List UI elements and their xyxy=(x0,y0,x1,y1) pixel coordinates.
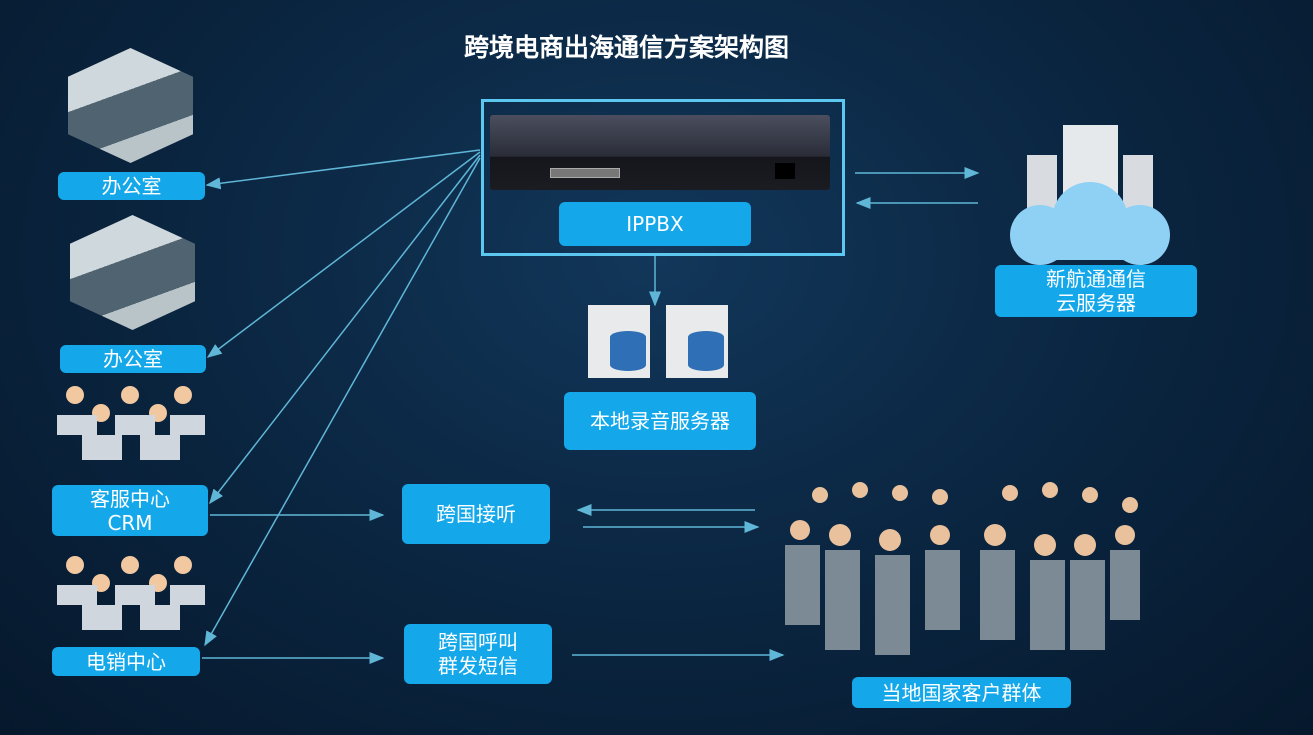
crm-line1: 客服中心 xyxy=(90,486,170,511)
page-title: 跨境电商出海通信方案架构图 xyxy=(463,33,789,62)
arrow-ippbx-crm xyxy=(209,154,481,505)
ippbx-frame xyxy=(481,99,845,256)
cloud-line2: 云服务器 xyxy=(1056,291,1136,315)
arrow-ippbx-telesales xyxy=(204,157,481,647)
outbound-line2: 群发短信 xyxy=(438,654,518,678)
agents-group-icon xyxy=(57,386,205,460)
outbound-label: 跨国呼叫 群发短信 xyxy=(404,624,552,684)
agents-group-icon xyxy=(57,556,205,630)
crm-line2: CRM xyxy=(107,510,153,535)
ippbx-label: IPPBX xyxy=(559,202,751,246)
customer-crowd-icon xyxy=(785,482,1140,655)
arrow-ippbx-office1 xyxy=(205,149,481,190)
arrow-ippbx-office2 xyxy=(206,151,481,358)
cloud-server-icon xyxy=(1010,125,1170,265)
recording-server-icons xyxy=(588,305,728,378)
inbound-label: 跨国接听 xyxy=(402,484,550,544)
ippbx-device-image xyxy=(490,115,830,190)
cloud-line1: 新航通通信 xyxy=(1046,267,1146,291)
outbound-line1: 跨国呼叫 xyxy=(438,630,518,654)
recording-server-label: 本地录音服务器 xyxy=(564,392,756,450)
cloud-server-label: 新航通通信 云服务器 xyxy=(995,265,1197,317)
crm-label: 客服中心 CRM xyxy=(52,485,208,536)
office-label-2: 办公室 xyxy=(60,345,206,373)
customer-group-label: 当地国家客户群体 xyxy=(852,677,1071,708)
office-label-1: 办公室 xyxy=(58,172,205,200)
telesales-label: 电销中心 xyxy=(52,647,200,676)
